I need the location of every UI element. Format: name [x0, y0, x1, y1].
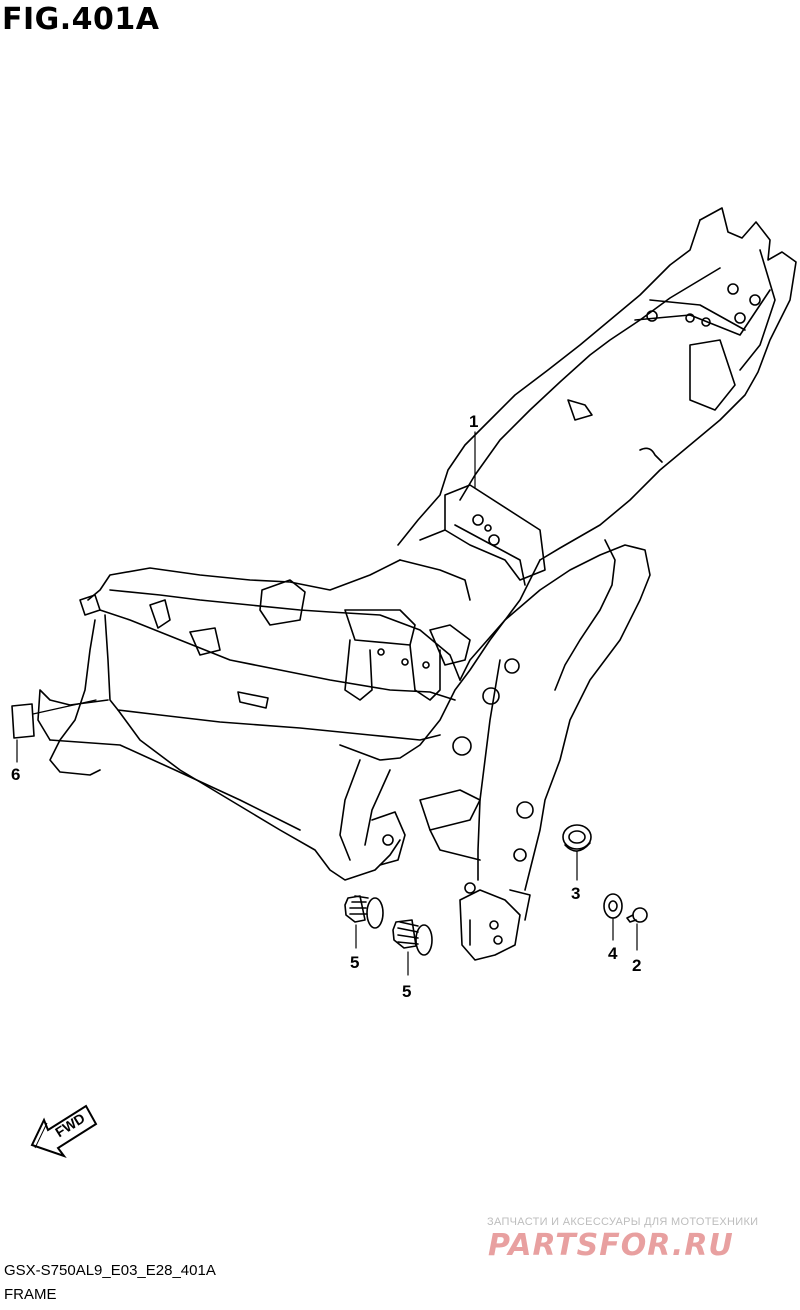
callout-2: 2 — [632, 956, 642, 975]
label-part[interactable] — [11, 703, 35, 739]
watermark-tagline: ЗАПЧАСТИ И АКСЕССУАРЫ ДЛЯ МОТОТЕХНИКИ — [487, 1216, 759, 1228]
section-name: FRAME — [4, 1286, 57, 1303]
callout-5b: 5 — [402, 982, 412, 1001]
figure-title: FIG.401A — [2, 2, 160, 37]
callout-5a: 5 — [350, 953, 360, 972]
callout-1: 1 — [469, 412, 479, 431]
cushion-part[interactable] — [562, 824, 592, 852]
callout-6: 6 — [11, 765, 21, 784]
callout-3: 3 — [571, 884, 581, 903]
plug-part-b[interactable] — [392, 919, 433, 956]
washer-part[interactable] — [603, 893, 623, 919]
callout-4: 4 — [608, 944, 618, 963]
fwd-arrow — [30, 1104, 98, 1159]
main-frame-part[interactable] — [37, 207, 797, 961]
diagram-reference: GSX-S750AL9_E03_E28_401A — [4, 1262, 216, 1279]
watermark-logo: PARTSFOR.RU — [488, 1228, 734, 1263]
plug-part-a[interactable] — [344, 895, 384, 929]
bolt-part[interactable] — [626, 907, 648, 923]
